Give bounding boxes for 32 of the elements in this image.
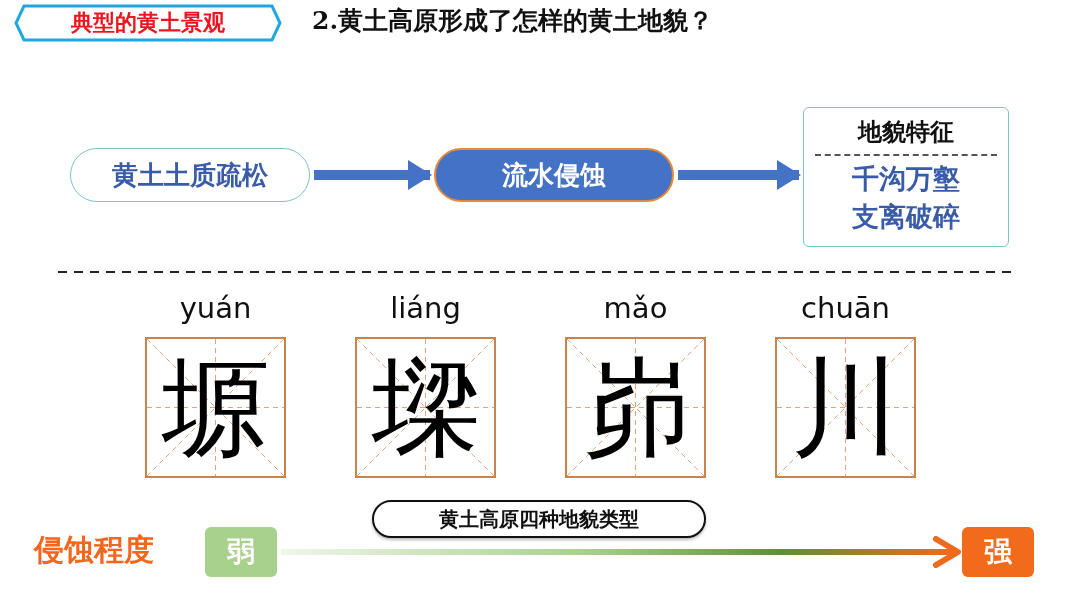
character-grid [145, 337, 286, 478]
rounded-box [372, 500, 706, 538]
banner-text: 典型的黄土景观 [71, 9, 225, 37]
axis-label: 侵蚀程度 [34, 532, 154, 567]
character-grid [775, 337, 916, 478]
chinese-character: 塬 [161, 353, 270, 462]
feature-card [803, 107, 1009, 247]
arrow [281, 536, 961, 568]
chinese-character: 墚 [371, 353, 480, 462]
box-label: 黄土土质疏松 [112, 158, 268, 192]
pinyin: liáng [390, 291, 461, 325]
character-grid [565, 337, 706, 478]
arrow [314, 160, 432, 190]
box-label: 黄土高原四种地貌类型 [439, 505, 639, 533]
pinyin: mǎo [603, 291, 668, 325]
chinese-character: 川 [791, 353, 900, 462]
pinyin: chuān [801, 291, 890, 325]
rounded-box [434, 148, 674, 202]
rounded-box [70, 148, 310, 202]
card-text: 千沟万壑支离破碎 [851, 162, 961, 234]
arrow [678, 160, 801, 190]
tag-banner [14, 4, 282, 42]
pinyin: yuán [179, 291, 252, 325]
box-label: 流水侵蚀 [502, 158, 606, 192]
character-grid [355, 337, 496, 478]
level-text: 弱 [227, 534, 255, 570]
level-box [962, 527, 1034, 577]
level-text: 强 [984, 534, 1012, 570]
chinese-character: 峁 [581, 353, 690, 462]
title: 2.黄土高原形成了怎样的黄土地貌？ [312, 6, 714, 35]
card-heading: 地貌特征 [858, 117, 954, 148]
level-box [205, 527, 277, 577]
